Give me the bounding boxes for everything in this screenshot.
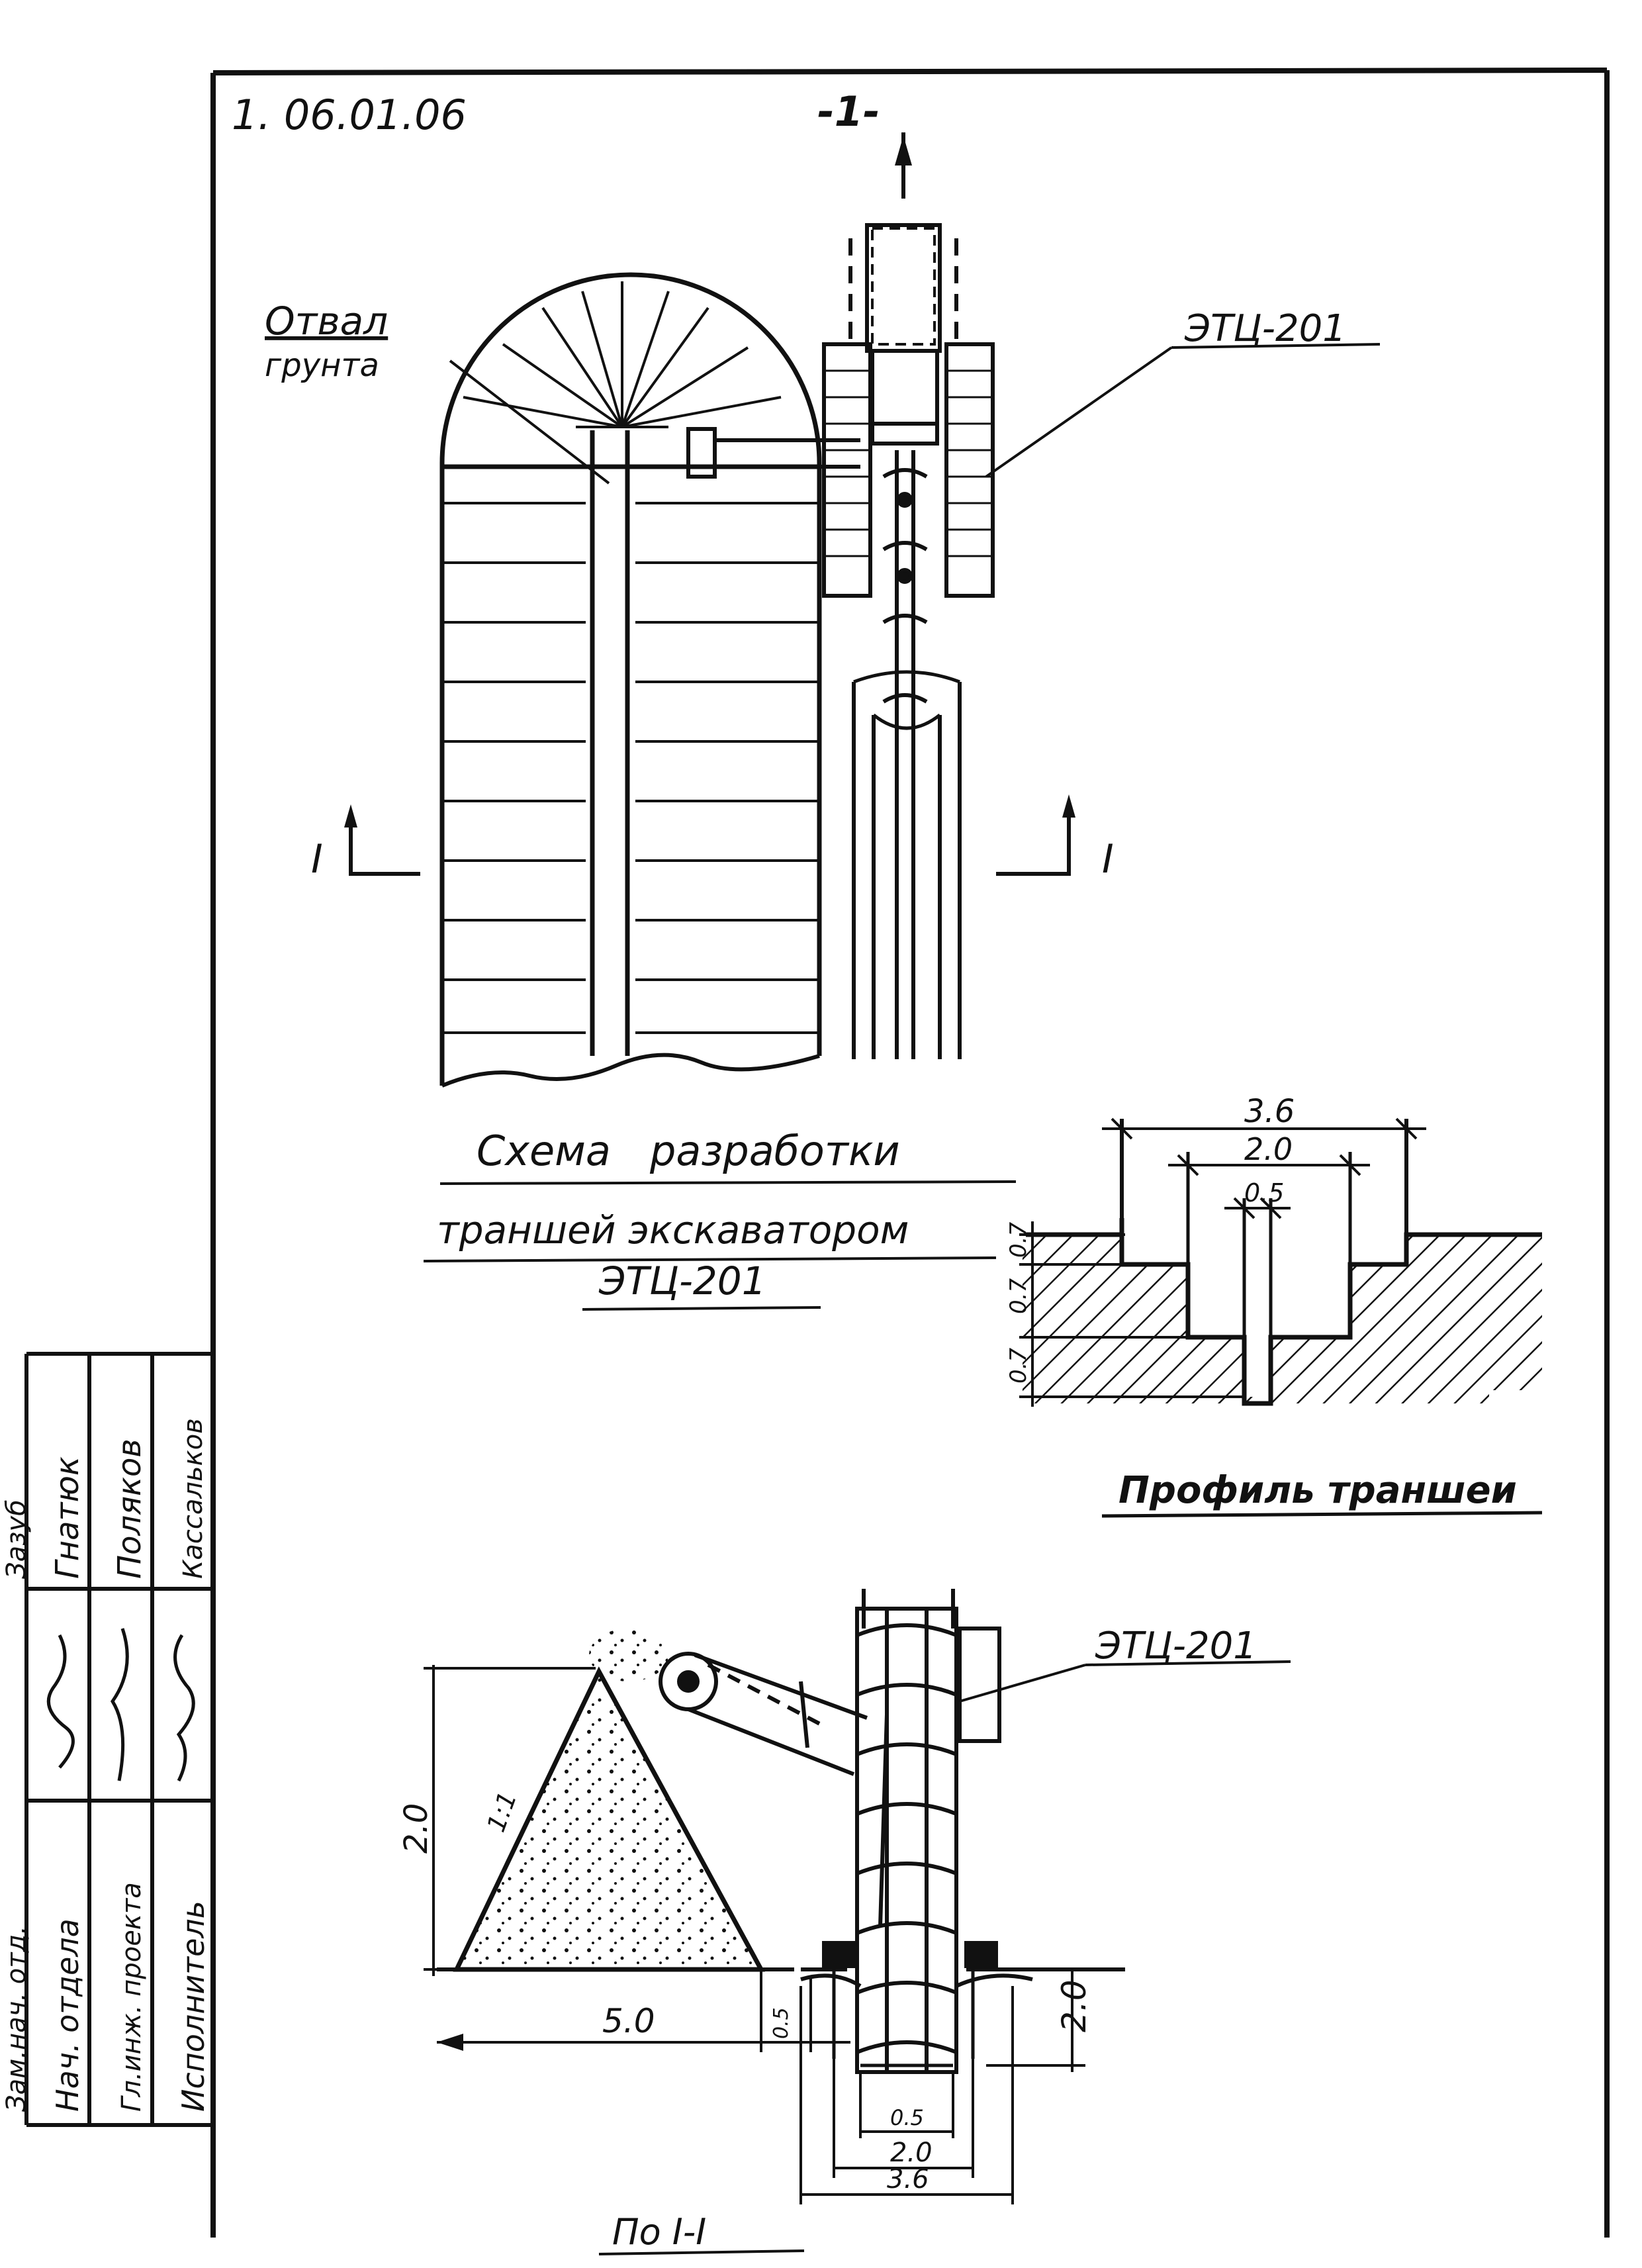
plan-caption-2-underline <box>423 1256 997 1262</box>
plan-view: Отвал грунта ЭТЦ-201 I I Схема разработк… <box>265 132 1381 1311</box>
stamp-role-2: Гл.инж. проекта <box>116 1882 147 2112</box>
signature-2 <box>111 1628 129 1781</box>
section-view: ЭТЦ-201 2.0 1:1 5.0 0.5 2.0 <box>398 1589 1291 2255</box>
section-pile-height-dim <box>424 1665 596 1976</box>
signature-stamp: Нач. отдела Гл.инж. проекта Исполнитель … <box>1 1352 213 2127</box>
plan-ragged-bottom <box>441 1053 820 1088</box>
section-bottom-dims <box>799 1986 1014 2204</box>
section-caption: По I-I <box>612 2211 706 2253</box>
plan-caption-1: Схема разработки <box>477 1127 900 1175</box>
section-w-top: 3.6 <box>887 2164 929 2195</box>
plan-caption-3-underline <box>582 1306 821 1311</box>
profile-width-bottom: 0.5 <box>1244 1178 1284 1207</box>
section-excavator-label: ЭТЦ-201 <box>1095 1625 1257 1668</box>
stamp-top-fragment: Зам.нач. отд. <box>1 1926 32 2112</box>
trench-profile: 3.6 2.0 0.5 0.7 0.7 0.7 Профиль траншеи <box>1005 1093 1543 1518</box>
section-depth-dim <box>986 1969 1085 2072</box>
profile-width-dims <box>1102 1117 1426 1219</box>
profile-width-mid: 2.0 <box>1244 1131 1293 1167</box>
spoil-leader <box>449 359 610 485</box>
page-number: -1- <box>817 87 880 136</box>
profile-depth-3: 0.7 <box>1005 1222 1032 1258</box>
spoil-label-1: Отвал <box>265 299 388 344</box>
section-spoil-spray <box>589 1629 668 1681</box>
signature-1 <box>46 1634 75 1769</box>
section-trench <box>832 1969 975 2067</box>
plan-excavated-trench <box>852 670 962 1059</box>
profile-caption: Профиль траншеи <box>1118 1469 1517 1512</box>
plan-soil-stripes <box>442 502 819 1034</box>
section-trench-depth: 2.0 <box>1055 1979 1093 2032</box>
section-pile-width: 5.0 <box>602 2002 655 2040</box>
section-mark-left <box>344 804 420 876</box>
plan-caption-3: ЭТЦ-201 <box>598 1258 766 1303</box>
stamp-name-2: Поляков <box>111 1439 148 1579</box>
doc-number: 1. 06.01.06 <box>232 91 467 139</box>
profile-depth-dims <box>1019 1221 1244 1407</box>
plan-trench-strip <box>590 430 630 1056</box>
spoil-pile-rays <box>463 281 782 428</box>
section-mark-right <box>996 794 1075 876</box>
section-mark-left-label: I <box>311 836 323 882</box>
signature-3 <box>173 1634 195 1782</box>
stamp-role-3: Исполнитель <box>175 1901 211 2112</box>
sheet-frame <box>210 68 1610 2238</box>
stamp-name-3: Кассальков <box>178 1418 208 1579</box>
stamp-role-1: Нач. отдела <box>50 1918 85 2112</box>
section-w-mid: 2.0 <box>890 2138 933 2168</box>
profile-depth-2: 0.7 <box>1005 1278 1032 1314</box>
spoil-label-2: грунта <box>265 347 379 384</box>
section-pile-width-dim <box>437 1969 850 2052</box>
section-excavator-leader <box>959 1664 1086 1703</box>
section-mark-right-label: I <box>1102 836 1114 882</box>
plan-caption-2: траншей экскаватором <box>437 1207 909 1252</box>
section-caption-underline <box>598 2249 805 2255</box>
excavator-label-underline <box>1171 343 1381 349</box>
section-slope: 1:1 <box>481 1788 522 1836</box>
spoil-pile-outline <box>439 272 822 1086</box>
section-excavator <box>800 1589 1033 2074</box>
plan-caption-1-underline <box>439 1180 1017 1185</box>
section-offset: 0.5 <box>770 2007 793 2039</box>
excavator-plan <box>686 132 995 741</box>
section-pile-height: 2.0 <box>398 1803 435 1854</box>
profile-width-top: 3.6 <box>1244 1093 1295 1130</box>
stamp-name-1: Гнатюк <box>49 1456 86 1579</box>
profile-depth-1: 0.7 <box>1005 1348 1032 1384</box>
section-w-bottom: 0.5 <box>890 2105 924 2130</box>
profile-soil-hatch <box>1023 1235 1542 1403</box>
section-excavator-underline <box>1085 1660 1291 1666</box>
excavator-leader <box>985 346 1173 478</box>
stamp-top-name-fragment: Зазуб <box>1 1499 32 1579</box>
profile-caption-underline <box>1101 1511 1543 1518</box>
excavator-label: ЭТЦ-201 <box>1184 307 1346 350</box>
